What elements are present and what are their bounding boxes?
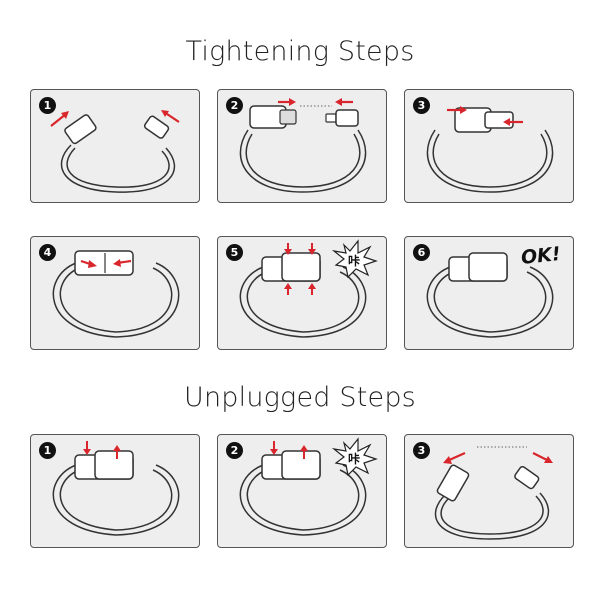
step-number-badge: 2 [226,97,243,114]
unplugged-step-3-illustration [434,446,553,540]
tightening-step-5-panel: 5 咔 [217,236,387,350]
step-number-badge: 4 [39,244,56,261]
step-number-badge: 1 [39,97,56,114]
step-number-badge: 1 [39,442,56,459]
tightening-step-1-illustration [50,110,180,193]
unplugged-step-1-illustration [52,441,180,536]
step-number-badge: 3 [413,97,430,114]
tightening-step-5-illustration [239,239,378,338]
click-sound-label: 咔 [348,254,361,268]
tightening-step-3-panel: 3 [404,89,574,203]
tightening-steps-title: Tightening Steps [185,36,415,67]
tightening-step-6-panel: 6 OK! [404,236,574,350]
unplugged-step-1-panel: 1 [30,434,200,548]
click-sound-label: 咔 [348,452,361,466]
step-number-badge: 5 [226,244,243,261]
unplugged-step-2-panel: 2 咔 [217,434,387,548]
tightening-step-4-panel: 4 [30,236,200,350]
tightening-step-1-panel: 1 [30,89,200,203]
unplugged-step-3-panel: 3 [404,434,574,548]
tightening-step-2-panel: 2 [217,89,387,203]
unplugged-step-2-illustration [239,437,378,536]
ok-label: OK! [520,242,563,270]
tightening-step-4-illustration [52,250,180,338]
unplugged-steps-title: Unplugged Steps [184,382,416,413]
step-number-badge: 3 [413,442,430,459]
tightening-step-2-illustration [239,98,367,193]
step-number-badge: 6 [413,244,430,261]
tightening-step-6-illustration [426,252,554,338]
step-number-badge: 2 [226,442,243,459]
tightening-step-3-illustration [426,106,554,193]
